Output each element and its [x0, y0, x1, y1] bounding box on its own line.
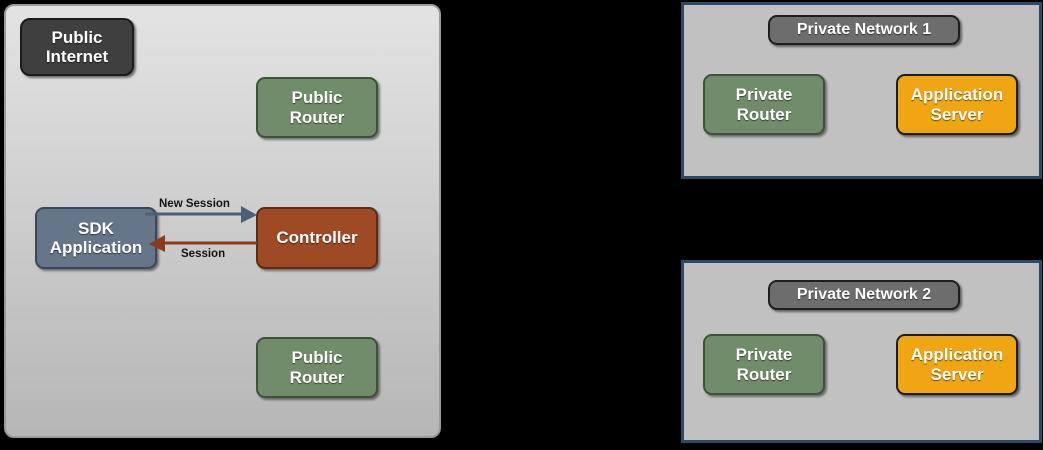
private-router-2-label-line1: Private: [735, 345, 793, 365]
sdk-application-node[interactable]: SDK Application: [35, 207, 157, 269]
new-session-arrow-label: New Session: [159, 198, 230, 210]
public-internet-label-line2: Internet: [45, 47, 109, 66]
private-router-1-node[interactable]: Private Router: [703, 74, 825, 135]
public-router-bottom-node[interactable]: Public Router: [256, 337, 378, 398]
public-internet-label-line1: Public: [51, 27, 103, 47]
session-arrow-label: Session: [181, 248, 226, 260]
private-network-2-zone: Private Network 2 Private Router Applica…: [681, 260, 1042, 443]
private-network-1-badge: Private Network 1: [768, 15, 960, 45]
private-router-1-label-line1: Private: [735, 85, 793, 105]
private-network-2-badge: Private Network 2: [768, 280, 960, 310]
application-server-1-label-line2: Server: [930, 104, 984, 124]
sdk-application-label-line2: Application: [49, 238, 143, 257]
private-network-2-title: Private Network 2: [796, 285, 932, 303]
public-router-bottom-label-line1: Public: [291, 348, 343, 368]
private-network-1-zone: Private Network 1 Private Router Applica…: [681, 2, 1042, 179]
private-router-2-node[interactable]: Private Router: [703, 334, 825, 395]
public-internet-badge: Public Internet: [20, 18, 134, 76]
private-network-1-title: Private Network 1: [796, 20, 932, 38]
public-internet-zone: Public Internet Public Router SDK Applic…: [4, 4, 441, 438]
public-router-top-label-line2: Router: [289, 107, 345, 127]
sdk-application-label-line1: SDK: [78, 218, 114, 238]
application-server-1-label-line1: Application: [910, 85, 1004, 105]
application-server-1-node[interactable]: Application Server: [896, 74, 1018, 135]
private-router-2-label-line2: Router: [736, 364, 792, 384]
application-server-2-node[interactable]: Application Server: [896, 334, 1018, 395]
application-server-2-label-line2: Server: [930, 364, 984, 384]
controller-label-line1: Controller: [276, 228, 358, 248]
private-router-1-label-line2: Router: [736, 104, 792, 124]
public-router-top-label-line1: Public: [291, 88, 343, 108]
public-router-top-node[interactable]: Public Router: [256, 77, 378, 138]
controller-node[interactable]: Controller: [256, 207, 378, 269]
public-router-bottom-label-line2: Router: [289, 367, 345, 387]
application-server-2-label-line1: Application: [910, 345, 1004, 365]
